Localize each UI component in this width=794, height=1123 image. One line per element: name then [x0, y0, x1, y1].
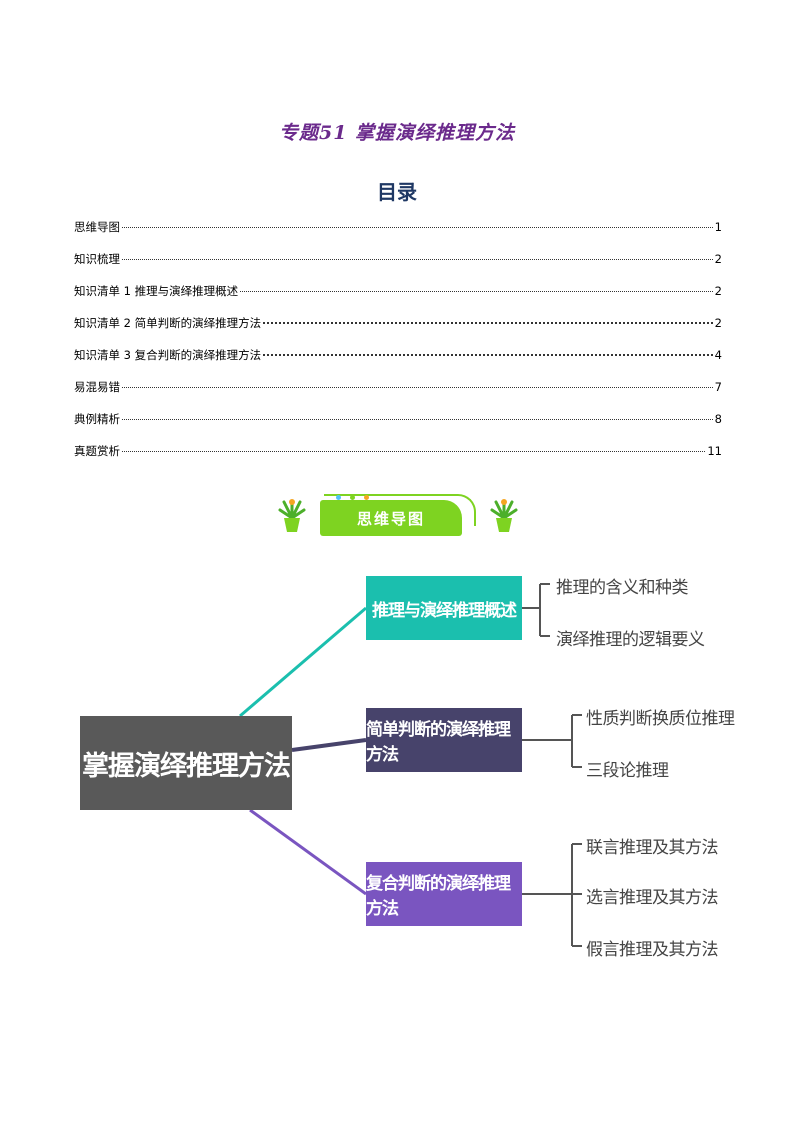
toc-entry[interactable]: 典例精析 8: [74, 410, 722, 442]
toc-leader: [122, 259, 713, 260]
mind-map-leaf: 推理的含义和种类: [556, 578, 689, 598]
mind-map-leaf: 选言推理及其方法: [586, 888, 719, 908]
toc-entry-page: 2: [714, 252, 722, 266]
toc-entry[interactable]: 知识清单 2 简单判断的演绎推理方法 2: [74, 314, 722, 346]
toc-heading: 目录: [377, 180, 417, 204]
toc-entry[interactable]: 知识清单 1 推理与演绎推理概述 2: [74, 282, 722, 314]
toc-leader: [263, 354, 713, 356]
mind-map-leaf: 性质判断换质位推理: [586, 709, 735, 729]
toc-leader: [263, 322, 713, 324]
toc-entry-label: 典例精析: [74, 412, 120, 426]
banner-dot: [364, 495, 369, 500]
toc-entry[interactable]: 真题赏析 11: [74, 442, 722, 474]
connector-line: [291, 738, 367, 752]
banner-tab-outline: [324, 494, 476, 526]
potted-plant-icon: [490, 499, 518, 532]
banner-label: 思维导图: [320, 500, 462, 536]
toc-entry-page: 8: [714, 412, 722, 426]
toc-entry-label: 知识清单 1 推理与演绎推理概述: [74, 284, 239, 298]
toc-entry-page: 1: [714, 220, 722, 234]
mind-map-leaf: 三段论推理: [586, 761, 669, 781]
toc-leader: [122, 451, 706, 452]
banner-dot: [336, 495, 341, 500]
mind-map-connectors: [239, 583, 582, 947]
toc-leader: [240, 291, 713, 292]
toc-entry[interactable]: 思维导图 1: [74, 218, 722, 250]
toc-entry-label: 知识清单 2 简单判断的演绎推理方法: [74, 316, 262, 330]
section-banner: 思维导图: [276, 492, 520, 542]
toc-entry-label: 知识梳理: [74, 252, 120, 266]
bracket-connector: [522, 583, 550, 637]
mind-map-branch: 复合判断的演绎推理方法: [366, 862, 522, 926]
banner-dot: [350, 495, 355, 500]
toc-leader: [122, 387, 713, 388]
toc-entry-label: 真题赏析: [74, 444, 120, 458]
mind-map-root: 掌握演绎推理方法: [80, 716, 292, 810]
table-of-contents: 思维导图 1 知识梳理 2 知识清单 1 推理与演绎推理概述 2 知识清单 2 …: [74, 218, 722, 474]
connector-line: [239, 606, 367, 718]
toc-leader: [122, 227, 713, 228]
mind-map-leaf: 联言推理及其方法: [586, 838, 719, 858]
mind-map-leaf: 假言推理及其方法: [586, 940, 719, 960]
mind-map-branch: 简单判断的演绎推理方法: [366, 708, 522, 772]
toc-entry[interactable]: 知识清单 3 复合判断的演绎推理方法 4: [74, 346, 722, 378]
mind-map-leaf: 演绎推理的逻辑要义: [556, 630, 705, 650]
connector-line: [249, 808, 367, 896]
toc-entry-page: 4: [714, 348, 722, 362]
mind-map-branch: 推理与演绎推理概述: [366, 576, 522, 640]
bracket-connector: [522, 714, 582, 768]
toc-entry-page: 7: [714, 380, 722, 394]
document-title: 专题51 掌握演绎推理方法: [278, 122, 516, 144]
toc-entry[interactable]: 易混易错 7: [74, 378, 722, 410]
toc-entry-page: 2: [714, 316, 722, 330]
toc-entry[interactable]: 知识梳理 2: [74, 250, 722, 282]
mind-map: 掌握演绎推理方法 推理与演绎推理概述 简单判断的演绎推理方法 复合判断的演绎推理…: [0, 560, 794, 980]
toc-entry-page: 11: [707, 444, 722, 458]
toc-entry-label: 易混易错: [74, 380, 120, 394]
potted-plant-icon: [278, 499, 306, 532]
bracket-connector: [522, 843, 582, 947]
toc-entry-page: 2: [714, 284, 722, 298]
toc-leader: [122, 419, 713, 420]
toc-entry-label: 思维导图: [74, 220, 120, 234]
toc-entry-label: 知识清单 3 复合判断的演绎推理方法: [74, 348, 262, 362]
